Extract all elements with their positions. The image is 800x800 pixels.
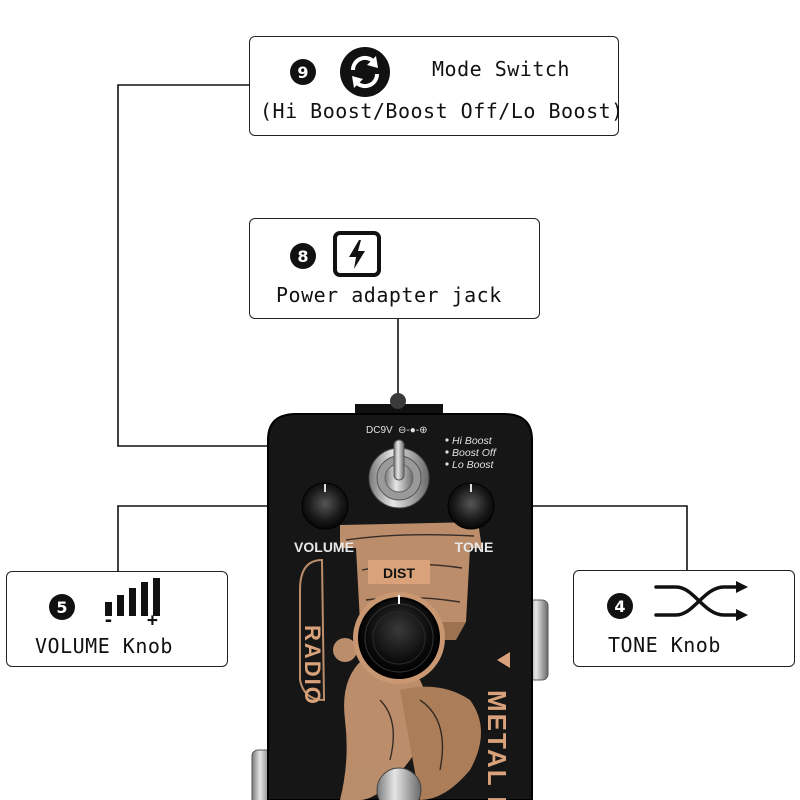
volume-plus: + xyxy=(147,610,159,631)
dist-label-plate xyxy=(368,560,430,584)
callout-number-5: 5 xyxy=(49,594,75,620)
callout-number-8: 8 xyxy=(290,243,316,269)
dist-label: DIST xyxy=(383,565,415,581)
pedal-name: METAL R xyxy=(482,690,512,800)
power-jack-callout: 8 Power adapter jack xyxy=(249,218,540,319)
mode-switch-title: Mode Switch xyxy=(432,57,570,81)
mode-switch-subtitle: (Hi Boost/Boost Off/Lo Boost) xyxy=(260,99,624,123)
volume-label: VOLUME xyxy=(294,539,354,555)
footswitch xyxy=(376,767,422,800)
mode-label-hi: Hi Boost xyxy=(452,435,493,447)
mode-label-off: Boost Off xyxy=(452,447,497,459)
polarity-icon: ⊖-●-⊕ xyxy=(398,425,427,436)
volume-knob-callout: 5 - + VOLUME Knob xyxy=(6,571,228,667)
power-label: DC9V xyxy=(366,425,393,436)
tone-knob-callout: 4 TONE Knob xyxy=(573,570,795,667)
dist-knob xyxy=(358,597,440,679)
arrow-mark xyxy=(497,652,510,668)
crossing-arrows-icon xyxy=(654,581,748,621)
power-jack-pin xyxy=(390,393,406,409)
volume-knob-leader xyxy=(117,505,325,572)
callout-number-4: 4 xyxy=(607,593,633,619)
volume-knob xyxy=(301,482,349,530)
lightning-icon xyxy=(333,231,381,277)
power-jack-title: Power adapter jack xyxy=(276,283,502,307)
volume-minus: - xyxy=(103,610,115,631)
volume-bars-icon xyxy=(105,578,160,616)
tone-knob-leader xyxy=(470,505,688,572)
callout-number-9: 9 xyxy=(290,59,316,85)
tone-label: TONE xyxy=(455,539,494,555)
mode-label-lo: Lo Boost xyxy=(452,459,495,471)
mode-toggle-switch xyxy=(368,439,430,509)
brand-label: RADIO xyxy=(300,625,325,706)
tone-knob-title: TONE Knob xyxy=(608,633,721,657)
mode-switch-leader xyxy=(117,84,400,447)
mode-switch-callout: 9 Mode Switch (Hi Boost/Boost Off/Lo Boo… xyxy=(249,36,623,136)
tone-knob xyxy=(447,482,495,530)
mode-cycle-icon xyxy=(340,47,390,97)
volume-knob-title: VOLUME Knob xyxy=(35,634,173,658)
